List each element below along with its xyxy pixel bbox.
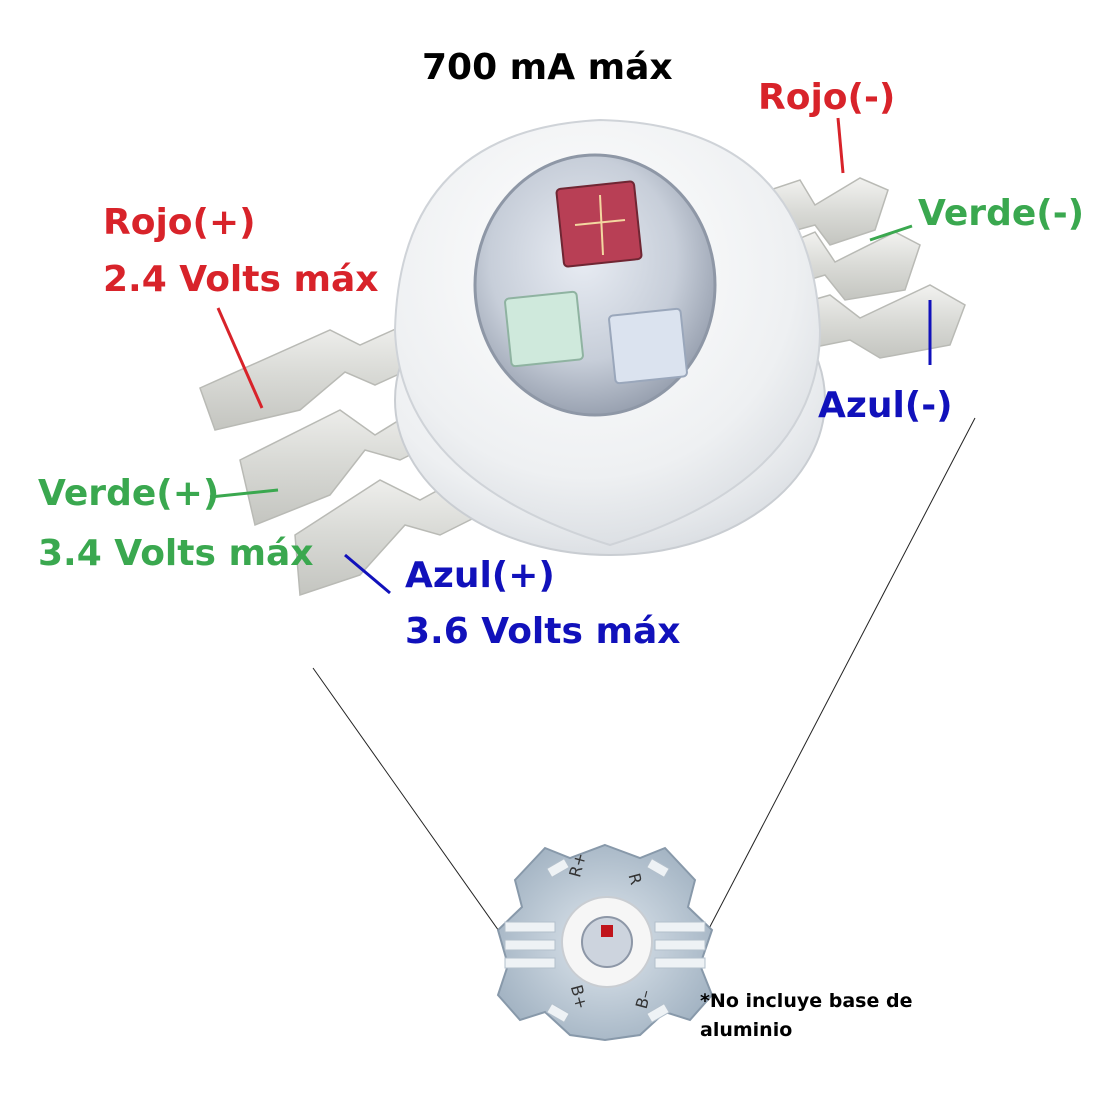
led-chips	[504, 180, 688, 385]
zoom-lines	[312, 417, 976, 966]
label-verde-volts: 3.4 Volts máx	[38, 533, 314, 574]
pointer-verde-neg	[869, 224, 913, 242]
max-current-title: 700 mA máx	[422, 47, 673, 88]
pointer-rojo-neg	[836, 117, 845, 174]
note-line-2: aluminio	[700, 1018, 793, 1041]
blue-chip	[608, 307, 688, 385]
label-rojo-neg: Rojo(-)	[758, 77, 896, 118]
note-no-aluminium-base: *No incluye base de aluminio	[700, 987, 912, 1044]
star-led-dome	[581, 916, 633, 968]
label-azul-neg: Azul(-)	[818, 385, 953, 426]
pointer-verde-pos	[209, 488, 279, 499]
green-chip	[504, 290, 584, 368]
label-azul-pos: Azul(+)	[405, 555, 555, 596]
label-rojo-volts: 2.4 Volts máx	[103, 259, 379, 300]
red-chip	[555, 180, 643, 268]
aluminium-star-board	[496, 843, 714, 1042]
label-verde-pos: Verde(+)	[38, 473, 220, 514]
label-azul-volts: 3.6 Volts máx	[405, 611, 681, 652]
note-line-1: *No incluye base de	[700, 990, 913, 1012]
label-verde-neg: Verde(-)	[918, 193, 1085, 234]
pointer-lines	[209, 117, 932, 595]
pointer-azul-pos	[344, 553, 391, 595]
label-rojo-pos: Rojo(+)	[103, 202, 256, 243]
pointer-rojo-pos	[216, 307, 264, 409]
mark-b-minus: B–	[632, 988, 655, 1011]
mark-r-minus: R	[625, 871, 646, 887]
star-led-red-chip	[601, 925, 613, 937]
